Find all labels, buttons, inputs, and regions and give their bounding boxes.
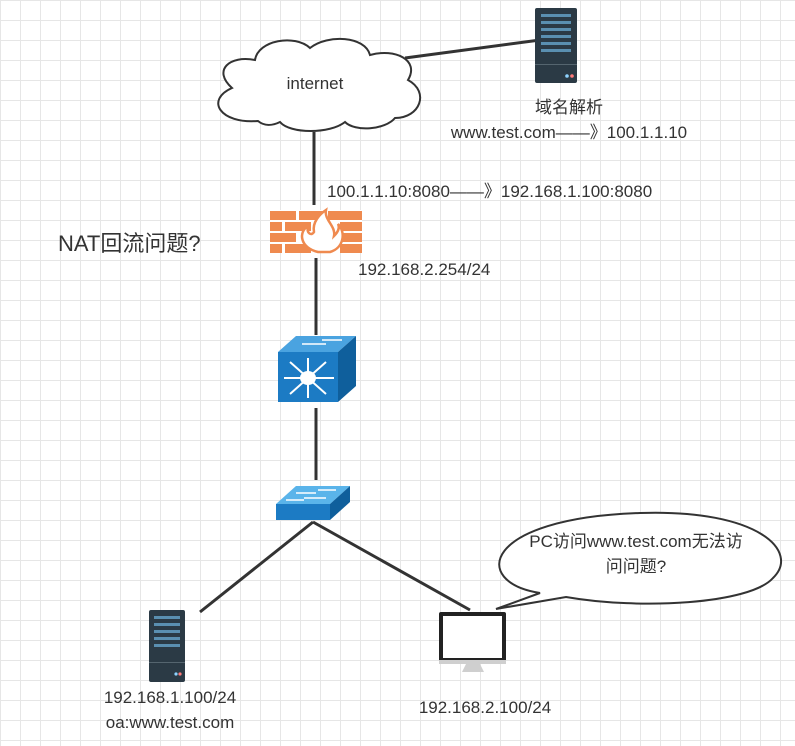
pc-ip-label: 192.168.2.100/24 xyxy=(418,698,552,717)
dns-title: 域名解析 xyxy=(535,98,603,117)
nat-question-label: NAT回流问题? xyxy=(58,231,201,256)
link-access-switch-pc xyxy=(312,520,471,612)
pc-callout-bubble xyxy=(495,511,783,610)
oa-server-name-label: oa:www.test.com xyxy=(105,713,235,732)
link-cloud-dns xyxy=(404,38,541,60)
dns-mapping: www.test.com——》100.1.1.10 xyxy=(450,123,688,142)
pc-monitor-icon xyxy=(439,612,506,672)
internet-cloud-icon xyxy=(217,37,421,132)
access-switch-icon xyxy=(276,486,350,520)
pc-callout-line1: PC访问www.test.com无法访 xyxy=(529,532,743,551)
link-access-switch-oa-server xyxy=(199,520,314,614)
dns-server-icon xyxy=(535,8,577,83)
oa-server-ip-label: 192.168.1.100/24 xyxy=(103,688,237,707)
pc-callout-line2: 问问题? xyxy=(605,557,667,576)
core-switch-icon xyxy=(278,336,356,402)
firewall-icon xyxy=(270,207,362,254)
firewall-ip-label: 192.168.2.254/24 xyxy=(358,260,491,279)
internet-label: internet xyxy=(286,74,344,93)
oa-server-icon xyxy=(149,610,185,682)
nat-rule-label: 100.1.1.10:8080——》192.168.1.100:8080 xyxy=(327,182,653,201)
